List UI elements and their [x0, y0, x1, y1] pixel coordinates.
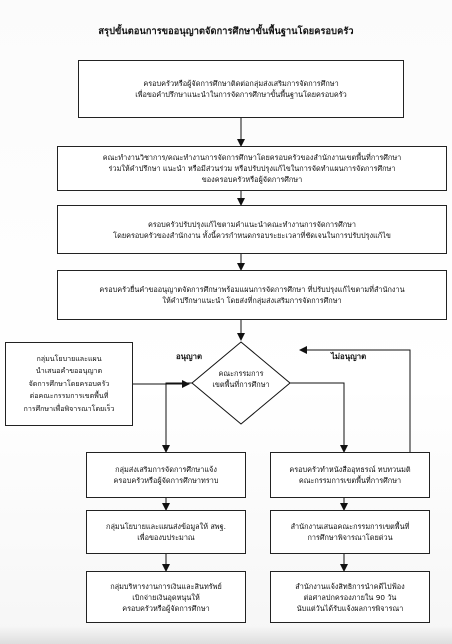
step-submit-box: ครอบครัวยื่นคำขออนุญาตจัดการศึกษาพร้อมแผ…	[57, 270, 447, 320]
policy-present-box: กลุ่มนโยบายและแผน นำเสนอคำขออนุญาต จัดกา…	[5, 342, 133, 426]
approve-notify-line: ครอบครัวหรือผู้จัดการศึกษาทราบ	[113, 476, 219, 485]
deny-label: ไม่อนุญาต	[331, 352, 367, 361]
deny-appeal-line: ครอบครัวทำหนังสืออุทธรณ์ ทบทวนมติ	[289, 465, 411, 474]
approve-disburse-box: กลุ่มบริหารงานการเงินและสินทรัพย์ เบิกจ่…	[86, 571, 246, 623]
approve-notify-line: กลุ่มส่งเสริมการจัดการศึกษาแจ้ง	[115, 465, 217, 474]
policy-present-line: การศึกษาเพื่อพิจารณาโดยเร็ว	[23, 403, 115, 413]
decision-label-line: คณะกรรมการ	[218, 369, 264, 378]
deny-reconsider-line: การศึกษาพิจารณาโดยด่วน	[307, 533, 393, 542]
approve-budget-line: เพื่อของบประมาณ	[137, 533, 195, 542]
arrow-appeal-loop	[299, 346, 411, 452]
arrow-deny	[290, 382, 348, 453]
page-bottom-shadow	[0, 626, 452, 644]
policy-present-line: ต่อคณะกรรมการเขตพื้นที่	[29, 391, 109, 401]
step-submit-line: ให้คำปรึกษาแนะนำ โดยส่งที่กลุ่มส่งเสริมก…	[162, 296, 342, 305]
step-consult-line: ครอบครัวหรือผู้จัดการศึกษาติดต่อกลุ่มส่ง…	[143, 79, 339, 88]
policy-present-line: กลุ่มนโยบายและแผน	[36, 353, 102, 363]
policy-present-line: จัดการศึกษาโดยครอบครัว	[28, 378, 110, 388]
step-advisory-line: ร่วมให้คำปรึกษา แนะนำ หรือมีส่วนร่วม หรื…	[108, 164, 396, 173]
deny-court-line: ต่อศาลปกครองภายใน 90 วัน	[303, 592, 397, 602]
approve-notify-box: กลุ่มส่งเสริมการจัดการศึกษาแจ้ง ครอบครัว…	[86, 452, 246, 498]
deny-reconsider-box: สำนักงานเสนอคณะกรรมการเขตพื้นที่ การศึกษ…	[270, 510, 430, 554]
decision-label: คณะกรรมการ เขตพื้นที่การศึกษา	[191, 368, 291, 390]
approve-disburse-line: ครอบครัวหรือผู้จัดการศึกษา	[122, 603, 210, 613]
step-revise-box: ครอบครัวปรับปรุงแก้ไขตามคำแนะนำคณะทำงานก…	[57, 205, 447, 254]
page-title: สรุปขั้นตอนการขออนุญาตจัดการศึกษาขั้นพื้…	[98, 26, 354, 37]
step-advisory-box: คณะทำงานวิชาการ/คณะทำงานการจัดการศึกษาโด…	[57, 146, 447, 191]
deny-appeal-box: ครอบครัวทำหนังสืออุทธรณ์ ทบทวนมติ คณะกรร…	[270, 452, 430, 498]
step-consult-box: ครอบครัวหรือผู้จัดการศึกษาติดต่อกลุ่มส่ง…	[78, 60, 404, 118]
deny-court-line: สำนักงานแจ้งสิทธิการนำคดีไปฟ้อง	[295, 581, 405, 591]
step-revise-line: โดยครอบครัวของสำนักงาน ทั้งนี้ควรกำหนดกร…	[113, 230, 391, 240]
policy-present-line: นำเสนอคำขออนุญาต	[35, 366, 103, 376]
step-advisory-line: ของครอบครัวหรือผู้จัดการศึกษา	[201, 175, 303, 184]
approve-disburse-line: เบิกจ่ายเงินอุดหนุนให้	[132, 592, 200, 602]
approve-budget-line: กลุ่มนโยบายและแผนส่งข้อมูลให้ สพฐ.	[106, 522, 226, 531]
deny-reconsider-line: สำนักงานเสนอคณะกรรมการเขตพื้นที่	[290, 522, 410, 531]
arrow-approve	[162, 382, 192, 453]
step-consult-line: เพื่อขอคำปรึกษาแนะนำในการจัดการศึกษาขั้น…	[135, 90, 347, 99]
decision-label-line: เขตพื้นที่การศึกษา	[212, 380, 270, 389]
deny-court-line: นับแต่วันได้รับแจ้งผลการพิจารณา	[296, 603, 404, 613]
approve-disburse-line: กลุ่มบริหารงานการเงินและสินทรัพย์	[110, 581, 222, 591]
step-revise-line: ครอบครัวปรับปรุงแก้ไขตามคำแนะนำคณะทำงานก…	[147, 219, 357, 229]
deny-appeal-line: คณะกรรมการเขตพื้นที่การศึกษา	[298, 476, 402, 485]
deny-court-box: สำนักงานแจ้งสิทธิการนำคดีไปฟ้อง ต่อศาลปก…	[270, 571, 430, 623]
approve-budget-box: กลุ่มนโยบายและแผนส่งข้อมูลให้ สพฐ. เพื่อ…	[86, 510, 246, 554]
approve-label: อนุญาต	[176, 352, 203, 361]
step-advisory-line: คณะทำงานวิชาการ/คณะทำงานการจัดการศึกษาโด…	[102, 153, 402, 162]
step-submit-line: ครอบครัวยื่นคำขออนุญาตจัดการศึกษาพร้อมแผ…	[99, 285, 405, 294]
